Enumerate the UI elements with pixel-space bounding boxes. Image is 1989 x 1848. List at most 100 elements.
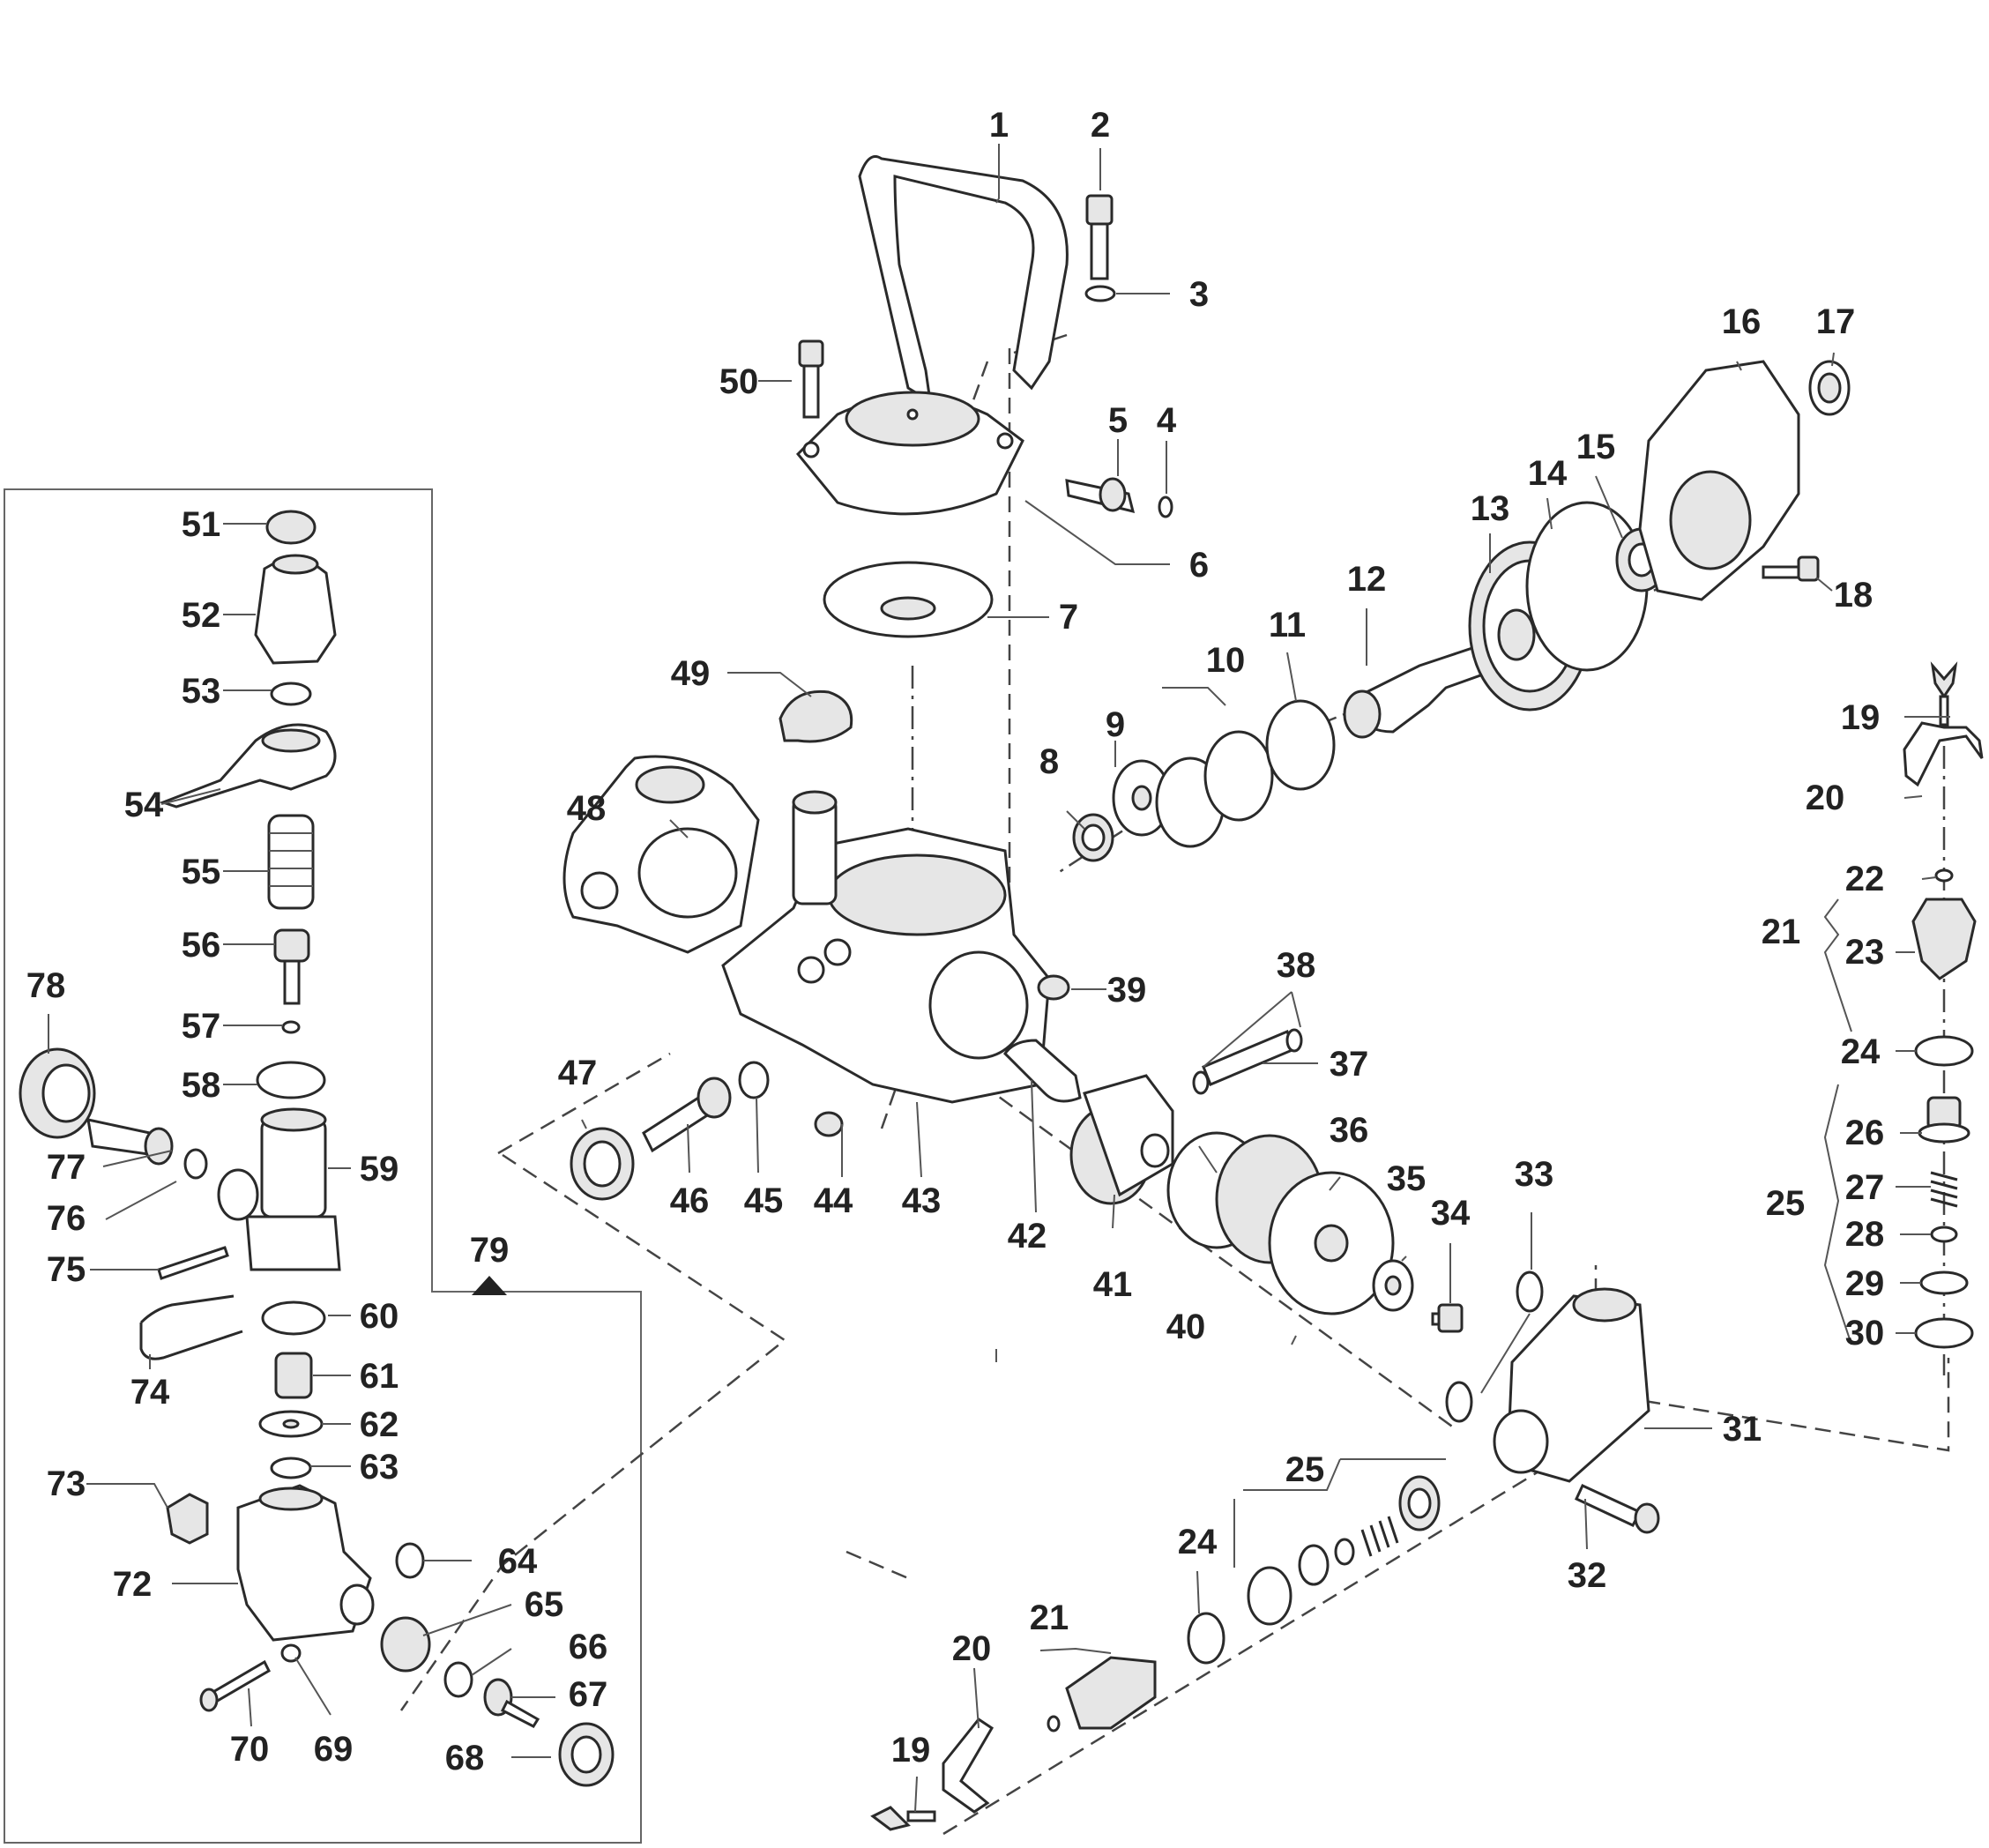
label-70: 70 (230, 1730, 270, 1769)
label-5: 5 (1108, 401, 1128, 440)
clip-74 (139, 1294, 243, 1360)
label-79: 79 (470, 1231, 510, 1270)
label-47: 47 (558, 1054, 598, 1092)
label-52: 52 (182, 596, 221, 635)
spring-27 (1930, 1171, 1958, 1208)
valve-67 (483, 1678, 540, 1728)
label-23: 23 (1845, 933, 1885, 972)
washer-top (1084, 285, 1116, 302)
handle (858, 155, 1069, 404)
washer-35 (1372, 1259, 1414, 1312)
valve-cage-23 (1911, 898, 1977, 980)
nut-39 (1037, 974, 1070, 1001)
o-ring-33b (1445, 1381, 1473, 1423)
label-8: 8 (1039, 742, 1059, 781)
o-ring-58 (256, 1061, 326, 1099)
pin-37 (1202, 1030, 1296, 1086)
label-39: 39 (1107, 971, 1147, 1010)
label-2: 2 (1091, 106, 1110, 145)
label-78: 78 (26, 966, 66, 1005)
clamp-bottom (942, 1717, 994, 1814)
label-40: 40 (1166, 1308, 1206, 1346)
label-25-bottom: 25 (1285, 1450, 1325, 1489)
label-18: 18 (1834, 576, 1874, 615)
fitting-77 (86, 1118, 174, 1166)
label-13: 13 (1471, 489, 1510, 528)
o-ring-66 (443, 1661, 473, 1698)
label-38: 38 (1277, 946, 1316, 985)
diaphragm-cover (795, 391, 1024, 516)
label-32: 32 (1568, 1556, 1607, 1595)
label-12: 12 (1347, 560, 1387, 599)
piston-56 (273, 928, 310, 1005)
label-34: 34 (1431, 1194, 1471, 1233)
label-24: 24 (1841, 1032, 1881, 1071)
screw-70 (199, 1659, 271, 1712)
valve-body-72 (236, 1484, 375, 1642)
label-59: 59 (360, 1150, 399, 1189)
label-28: 28 (1845, 1215, 1885, 1254)
label-6: 6 (1189, 546, 1209, 585)
pin-75 (157, 1246, 229, 1280)
label-7: 7 (1059, 598, 1078, 637)
label-24-bottom: 24 (1178, 1523, 1218, 1561)
label-56: 56 (182, 926, 221, 965)
label-76: 76 (47, 1199, 86, 1238)
label-63: 63 (360, 1448, 399, 1487)
label-35: 35 (1387, 1159, 1427, 1198)
label-11: 11 (1269, 606, 1306, 645)
label-60: 60 (360, 1297, 399, 1336)
label-19-bottom: 19 (891, 1731, 931, 1770)
o-ring-57 (281, 1020, 301, 1034)
label-14: 14 (1528, 454, 1568, 493)
body-59 (217, 1107, 341, 1271)
valve-stem (1065, 477, 1136, 514)
label-30: 30 (1845, 1314, 1885, 1352)
label-29: 29 (1845, 1264, 1885, 1303)
wing-nut-bottom (870, 1806, 936, 1831)
label-36: 36 (1330, 1111, 1369, 1150)
piston-41 (1069, 1074, 1174, 1205)
o-ring-24-bottom (1187, 1612, 1225, 1665)
screw-top (1085, 194, 1114, 280)
clip-38a (1192, 1070, 1210, 1095)
label-21: 21 (1762, 913, 1801, 951)
washer-29 (1919, 1270, 1969, 1295)
o-ring-64 (395, 1542, 425, 1579)
washer-bottom-b (1298, 1544, 1330, 1586)
plug-61 (274, 1352, 313, 1399)
label-37: 37 (1330, 1045, 1369, 1084)
spring-bottom (1360, 1516, 1399, 1557)
label-58: 58 (182, 1066, 221, 1105)
side-head (562, 755, 760, 954)
fitting-65 (380, 1616, 431, 1673)
label-31: 31 (1723, 1410, 1762, 1449)
washer-62 (258, 1410, 324, 1438)
label-17: 17 (1816, 302, 1856, 341)
label-4: 4 (1157, 401, 1177, 440)
label-53: 53 (182, 672, 221, 711)
label-22: 22 (1845, 860, 1885, 898)
valve-26-bottom (1398, 1475, 1441, 1531)
label-20: 20 (1806, 779, 1845, 817)
label-77: 77 (47, 1148, 86, 1187)
label-69: 69 (314, 1730, 354, 1769)
ring-11 (1265, 699, 1336, 791)
o-ring-53 (270, 682, 312, 706)
label-72: 72 (113, 1565, 153, 1604)
label-75: 75 (47, 1250, 86, 1289)
bolt-32 (1575, 1484, 1660, 1534)
washer-69 (280, 1643, 302, 1663)
label-64: 64 (498, 1542, 538, 1581)
label-51: 51 (182, 505, 221, 544)
o-ring-22 (1934, 868, 1954, 883)
wing-nut-right (1930, 661, 1958, 727)
label-3: 3 (1189, 275, 1209, 314)
valve-26 (1918, 1096, 1970, 1144)
label-55: 55 (182, 853, 221, 891)
part-labels: 1 2 3 4 5 6 7 8 9 10 11 12 13 14 15 16 1… (26, 106, 1885, 1777)
o-ring-24-right (1914, 1035, 1974, 1067)
connecting-rod-42 (1003, 1039, 1082, 1103)
label-15: 15 (1576, 428, 1616, 466)
valve-housing-31 (1493, 1287, 1650, 1483)
